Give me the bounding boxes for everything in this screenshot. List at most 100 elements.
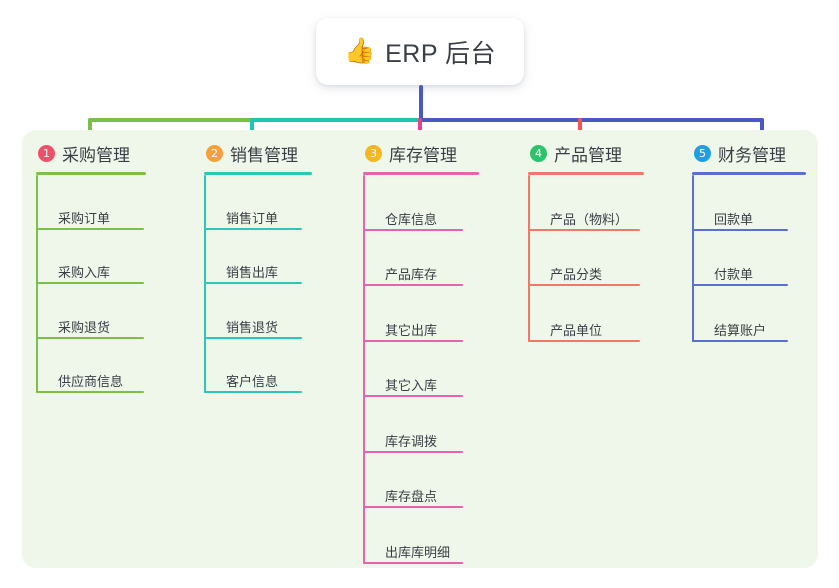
root-title: ERP 后台	[385, 39, 497, 68]
branch-title-underline	[36, 172, 146, 175]
branch-item-underline	[36, 391, 144, 393]
branch-item-label: 销售退货	[226, 319, 279, 335]
branch-item-underline	[36, 282, 144, 284]
branch-spine	[692, 175, 694, 342]
branch-title: 产品管理	[554, 145, 622, 165]
branch-item-list: 回款单付款单结算账户	[692, 175, 806, 342]
branch-header-3[interactable]: 3 库存管理	[363, 140, 479, 166]
branch-number-badge: 3	[365, 144, 382, 162]
branch-item-label: 付款单	[714, 267, 754, 282]
branch-item-label: 产品（物料）	[550, 211, 629, 227]
branch-item-underline	[363, 284, 463, 286]
branch-item[interactable]: 销售退货	[204, 284, 312, 339]
branch-column-3: 3 库存管理仓库信息产品库存其它出库其它入库库存调拨库存盘点出库库明细	[363, 140, 479, 564]
branch-item-list: 仓库信息产品库存其它出库其它入库库存调拨库存盘点出库库明细	[363, 175, 479, 564]
branch-item-underline	[363, 339, 463, 342]
branch-number-badge: 5	[694, 144, 711, 162]
branch-column-2: 2 销售管理销售订单销售出库销售退货客户信息	[204, 140, 312, 393]
branch-item-underline	[528, 284, 640, 286]
branch-item-label: 采购入库	[58, 265, 111, 280]
root-node[interactable]: 👍 ERP 后台	[316, 18, 524, 85]
branch-item-label: 回款单	[714, 211, 754, 227]
branch-item-label: 产品分类	[550, 267, 603, 282]
branch-item[interactable]: 回款单	[692, 175, 806, 231]
branch-number-badge: 2	[206, 144, 223, 162]
branch-item-label: 销售订单	[226, 210, 279, 226]
branch-item[interactable]: 结算账户	[692, 286, 806, 342]
branch-item-underline	[204, 336, 302, 339]
branch-item[interactable]: 出库库明细	[363, 508, 479, 564]
branch-item-list: 销售订单销售出库销售退货客户信息	[204, 175, 312, 393]
branch-item[interactable]: 其它出库	[363, 286, 479, 342]
branch-item[interactable]: 库存盘点	[363, 453, 479, 508]
branch-spine	[36, 175, 38, 393]
thumbs-up-icon: 👍	[343, 37, 376, 65]
branch-title-underline	[363, 172, 479, 175]
branch-item-label: 库存盘点	[385, 489, 438, 504]
branch-title: 库存管理	[389, 145, 457, 165]
branch-item[interactable]: 采购订单	[36, 175, 146, 230]
branch-item-list: 采购订单采购入库采购退货供应商信息	[36, 175, 146, 393]
branch-title: 财务管理	[718, 145, 786, 165]
branch-item-label: 采购退货	[58, 319, 111, 335]
branch-column-1: 1 采购管理采购订单采购入库采购退货供应商信息	[36, 140, 146, 393]
branch-item[interactable]: 客户信息	[204, 339, 312, 393]
branch-item-underline	[692, 339, 788, 342]
connector-bar-green	[88, 118, 254, 122]
branch-item-label: 仓库信息	[385, 211, 438, 227]
branch-header-2[interactable]: 2 销售管理	[204, 140, 312, 166]
branch-item-label: 产品单位	[550, 322, 603, 338]
branch-item[interactable]: 销售订单	[204, 175, 312, 230]
branch-item-label: 销售出库	[226, 265, 279, 280]
branch-item-underline	[36, 336, 144, 339]
branch-item[interactable]: 付款单	[692, 231, 806, 286]
branch-item[interactable]: 采购入库	[36, 230, 146, 284]
branch-item-underline	[36, 227, 144, 230]
branch-item-list: 产品（物料） 产品分类产品单位	[528, 175, 644, 342]
branch-item-underline	[204, 227, 302, 230]
branch-item-label: 产品库存	[385, 267, 438, 282]
branch-column-5: 5 财务管理回款单付款单结算账户	[692, 140, 806, 342]
branch-item[interactable]: 产品分类	[528, 231, 644, 286]
branch-item-label: 采购订单	[58, 210, 111, 226]
branch-item[interactable]: 销售出库	[204, 230, 312, 284]
branch-item[interactable]: 产品库存	[363, 231, 479, 286]
branch-item-label: 其它入库	[385, 378, 438, 393]
branch-item[interactable]: 采购退货	[36, 284, 146, 339]
branch-item-underline	[363, 561, 463, 564]
branch-item-label: 供应商信息	[58, 374, 124, 389]
branch-panel	[22, 130, 818, 568]
branch-item-underline	[363, 506, 463, 508]
branch-column-4: 4 产品管理产品（物料） 产品分类产品单位	[528, 140, 644, 342]
branch-item-underline	[204, 282, 302, 284]
branch-item-underline	[528, 339, 640, 342]
branch-spine	[204, 175, 206, 393]
branch-item[interactable]: 产品单位	[528, 286, 644, 342]
branch-item[interactable]: 其它入库	[363, 342, 479, 397]
connector-bar-teal	[250, 118, 423, 122]
branch-item[interactable]: 产品（物料）	[528, 175, 644, 231]
branch-header-4[interactable]: 4 产品管理	[528, 140, 644, 166]
branch-spine	[528, 175, 530, 342]
connector-bar-indigo	[419, 118, 764, 122]
branch-item-label: 库存调拨	[385, 433, 438, 449]
branch-item-underline	[363, 395, 463, 397]
branch-number-badge: 1	[38, 144, 55, 162]
branch-title-underline	[692, 172, 806, 175]
branch-item-underline	[363, 228, 463, 231]
branch-title: 销售管理	[230, 145, 298, 165]
branch-item[interactable]: 供应商信息	[36, 339, 146, 393]
branch-title: 采购管理	[62, 145, 130, 165]
branch-item[interactable]: 仓库信息	[363, 175, 479, 231]
branch-item-underline	[692, 228, 788, 231]
branch-number-badge: 4	[530, 144, 547, 162]
connector-trunk	[419, 85, 423, 122]
branch-item-label: 出库库明细	[385, 544, 451, 560]
branch-header-5[interactable]: 5 财务管理	[692, 140, 806, 166]
branch-header-1[interactable]: 1 采购管理	[36, 140, 146, 166]
branch-item-label: 其它出库	[385, 322, 438, 338]
branch-spine	[363, 175, 365, 564]
branch-item[interactable]: 库存调拨	[363, 397, 479, 453]
branch-item-label: 结算账户	[714, 322, 767, 338]
